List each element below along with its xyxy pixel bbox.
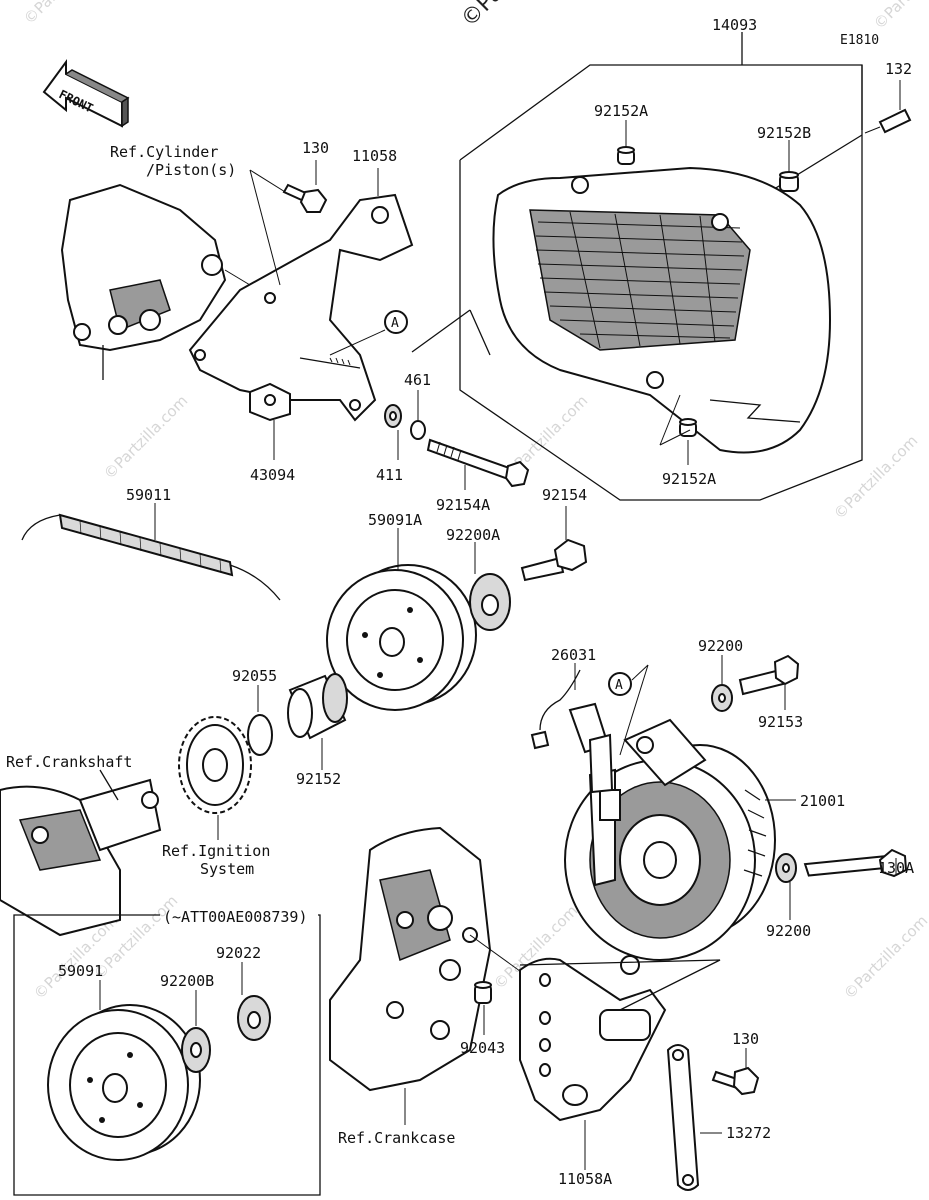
- part-label[interactable]: 59011: [126, 486, 171, 504]
- front-arrow-icon: FRONT: [42, 58, 130, 128]
- part-label[interactable]: 92200: [766, 922, 811, 940]
- part-label[interactable]: 11058A: [558, 1170, 612, 1188]
- ref-cylinder-label: Ref.Cylinder: [110, 143, 218, 161]
- part-label[interactable]: 21001: [800, 792, 845, 810]
- ref-ignition-label: Ref.Ignition: [162, 842, 270, 860]
- ref-crankcase-label: Ref.Crankcase: [338, 1129, 455, 1147]
- ignition-gear: [178, 716, 252, 814]
- part-label[interactable]: 92152: [296, 770, 341, 788]
- part-label[interactable]: 92152B: [757, 124, 811, 142]
- belt-59011: [21, 513, 281, 601]
- alternator-21001: [564, 718, 776, 975]
- pulley-59091: [47, 1004, 201, 1161]
- crankcase-reference: [329, 826, 492, 1092]
- part-label[interactable]: 461: [404, 371, 431, 389]
- inset-note: (~ATT00AE008739): [163, 908, 308, 926]
- bolt-92154A: [426, 438, 530, 488]
- bolt-130-bottom: [711, 1066, 760, 1096]
- washer-92022: [237, 995, 271, 1041]
- spacer-92152A-top: [617, 146, 635, 165]
- part-label[interactable]: 92152A: [594, 102, 648, 120]
- part-label[interactable]: 26031: [551, 646, 596, 664]
- part-label[interactable]: 92200B: [160, 972, 214, 990]
- callout-a-label: A: [391, 316, 399, 331]
- washer-92200A: [469, 573, 511, 631]
- callout-a-alternator: A: [608, 664, 649, 756]
- ref-crankshaft-label: Ref.Crankshaft: [6, 753, 132, 771]
- bolt-130A: [803, 848, 908, 878]
- part-label[interactable]: 92055: [232, 667, 277, 685]
- part-label[interactable]: 92043: [460, 1039, 505, 1057]
- washer-92200B: [181, 1027, 211, 1073]
- part-label[interactable]: 130A: [878, 859, 914, 877]
- part-label[interactable]: 59091: [58, 962, 103, 980]
- callout-a-top: A: [329, 310, 408, 356]
- part-label[interactable]: 130: [732, 1030, 759, 1048]
- bolt-130-top: [282, 183, 328, 213]
- part-label[interactable]: 411: [376, 466, 403, 484]
- bolt-92153: [738, 654, 800, 696]
- crankshaft-reference: [0, 769, 162, 937]
- part-label[interactable]: 92154: [542, 486, 587, 504]
- pulley-59091A: [326, 564, 477, 711]
- ref-cylinder-label-2: /Piston(s): [146, 161, 236, 179]
- watermark: ©Partzilla.com: [20, 0, 111, 28]
- dowel-92043: [474, 981, 492, 1004]
- part-label[interactable]: 59091A: [368, 511, 422, 529]
- watermark: ©Partzilla.com: [100, 392, 191, 483]
- part-label[interactable]: 92153: [758, 713, 803, 731]
- watermark-top: ©Partzilla: [457, 0, 552, 32]
- part-label[interactable]: 92200: [698, 637, 743, 655]
- o-ring-92055: [247, 714, 273, 756]
- bolt-92154: [520, 538, 588, 582]
- diagram-code: E1810: [840, 33, 879, 48]
- watermark: ©Partzilla.com: [840, 912, 929, 1003]
- part-label[interactable]: 92152A: [662, 470, 716, 488]
- part-label[interactable]: 92200A: [446, 526, 500, 544]
- part-label[interactable]: 130: [302, 139, 329, 157]
- washer-92200-bottom: [775, 853, 797, 883]
- bracket-11058A: [519, 957, 721, 1122]
- louvered-cover: [492, 166, 832, 454]
- part-label[interactable]: 14093: [712, 16, 757, 34]
- lock-washer-461: [410, 420, 426, 440]
- spacer-92152A-bottom: [679, 418, 697, 437]
- stay-13272: [666, 1044, 700, 1191]
- part-label[interactable]: 92154A: [436, 496, 490, 514]
- ref-ignition-label-2: System: [200, 860, 254, 878]
- watermark: ©Partzilla.com: [830, 432, 921, 523]
- part-label[interactable]: 43094: [250, 466, 295, 484]
- part-label[interactable]: 132: [885, 60, 912, 78]
- washer-411: [384, 404, 402, 428]
- washer-92200-top: [711, 684, 733, 712]
- collar-92152: [287, 673, 348, 740]
- part-label[interactable]: 92022: [216, 944, 261, 962]
- spacer-92152B: [779, 171, 799, 192]
- part-label[interactable]: 11058: [352, 147, 397, 165]
- connector-26031: [530, 669, 614, 794]
- cylinder-reference: [60, 183, 251, 380]
- bracket-11058: [188, 193, 414, 422]
- callout-a-label: A: [615, 678, 623, 693]
- bolt-132: [864, 108, 912, 134]
- part-label[interactable]: 13272: [726, 1124, 771, 1142]
- inset-box: [13, 914, 321, 1196]
- nut-43094: [249, 382, 291, 422]
- watermark: ©Partzilla.com: [870, 0, 929, 33]
